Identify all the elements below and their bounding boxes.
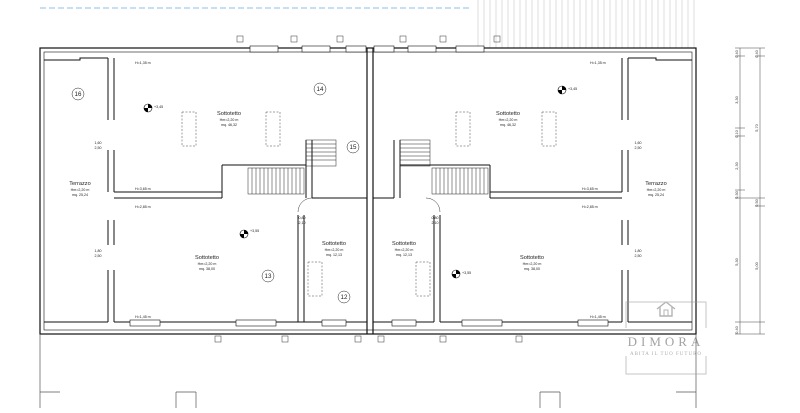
window-mark-r1a: 1,60 xyxy=(635,141,642,145)
room-area-attic-br: mq. 38,00 xyxy=(524,267,540,271)
height-bot-left: H=1,45 m xyxy=(135,315,151,319)
watermark-brand: DIMORA xyxy=(627,334,705,349)
room-name-attic-bl: Sottotetto xyxy=(195,255,219,261)
outer-walls xyxy=(39,47,697,335)
window-mark-l1a: 1,60 xyxy=(95,141,102,145)
room-area-attic-bl: mq. 38,00 xyxy=(199,267,215,271)
windows xyxy=(129,45,609,327)
height-top-right: H=1,35 m xyxy=(590,61,606,65)
window-mark-l2a: 1,80 xyxy=(95,249,102,253)
left-unit-walls xyxy=(44,57,367,323)
room-number-16: 16 xyxy=(75,91,82,98)
room-hm-attic-bl: Hm=2,20 m xyxy=(198,262,217,266)
dim-label-1: 0,40 xyxy=(735,50,739,57)
dim-label-6: 5,30 xyxy=(735,258,739,265)
room-name-attic-tr: Sottotetto xyxy=(496,111,520,117)
room-name-attic-cl: Sottotetto xyxy=(322,241,346,247)
height-mid1-left: H=3,65 m xyxy=(135,187,151,191)
room-area-terrace-right: mq. 25,24 xyxy=(648,193,664,197)
door-mark-lb: 2,10 xyxy=(299,221,306,225)
dim-label-3: 0,10 xyxy=(735,130,739,137)
room-hm-attic-tr: Hm=2,20 m xyxy=(499,118,518,122)
lower-outline xyxy=(39,334,697,408)
room-area-attic-tl: mq. 46,32 xyxy=(221,123,237,127)
doors xyxy=(297,197,441,213)
height-bot-right: H=1,45 m xyxy=(590,315,606,319)
dim-label-9: 5,70 xyxy=(755,124,759,131)
height-mid1-right: H=3,65 m xyxy=(582,187,598,191)
staircase-right xyxy=(399,139,489,195)
window-mark-r1b: 2,50 xyxy=(635,146,642,150)
level-label-br: +3,55 xyxy=(462,271,471,275)
dim-label-2: 3,30 xyxy=(735,96,739,103)
room-number-12: 12 xyxy=(341,294,348,301)
room-hm-attic-cl: Hm=2,20 m xyxy=(325,248,344,252)
watermark-tagline: ABITA IL TUO FUTURO xyxy=(629,352,703,357)
room-name-attic-cr: Sottotetto xyxy=(392,241,416,247)
watermark-frame xyxy=(625,301,707,375)
room-hm-terrace-left: Hm=2,20 m xyxy=(71,188,90,192)
door-mark-ra: 0,80 xyxy=(432,216,439,220)
room-hm-terrace-right: Hm=2,20 m xyxy=(647,188,666,192)
skylights xyxy=(181,111,557,297)
room-area-attic-cr: mq. 12,13 xyxy=(396,253,412,257)
room-hm-attic-tl: Hm=2,20 m xyxy=(220,118,239,122)
level-label-tl: +3,45 xyxy=(154,105,163,109)
window-mark-l2b: 2,50 xyxy=(95,254,102,258)
room-area-attic-cl: mq. 12,13 xyxy=(326,253,342,257)
dim-label-7: 0,40 xyxy=(735,326,739,333)
room-area-attic-tr: mq. 46,32 xyxy=(500,123,516,127)
room-name-terrace-left: Terrazzo xyxy=(69,181,90,187)
window-marks xyxy=(214,35,523,343)
roof-hatch xyxy=(477,0,695,48)
room-hm-attic-br: Hm=2,20 m xyxy=(523,262,542,266)
level-marker-bl xyxy=(239,229,249,239)
level-marker-tl xyxy=(143,103,153,113)
window-mark-r2b: 2,50 xyxy=(635,254,642,258)
room-area-terrace-left: mq. 25,24 xyxy=(72,193,88,197)
level-marker-tr xyxy=(557,85,567,95)
dimension-chain xyxy=(735,47,765,335)
height-top-left: H=1,35 m xyxy=(135,61,151,65)
level-label-tr: +3,45 xyxy=(568,87,577,91)
right-unit-walls xyxy=(373,57,692,323)
dim-label-10: 0,50 xyxy=(755,199,759,206)
room-name-attic-tl: Sottotetto xyxy=(217,111,241,117)
level-label-bl: +3,55 xyxy=(250,229,259,233)
dim-label-5: 0,30 xyxy=(735,191,739,198)
dim-label-4: 2,30 xyxy=(735,162,739,169)
level-marker-br xyxy=(451,269,461,279)
room-name-attic-br: Sottotetto xyxy=(520,255,544,261)
window-mark-r2a: 1,80 xyxy=(635,249,642,253)
room-hm-attic-cr: Hm=2,20 m xyxy=(395,248,414,252)
watermark: DIMORA ABITA IL TUO FUTURO xyxy=(620,298,712,378)
door-mark-rb: 2,10 xyxy=(432,221,439,225)
room-number-13: 13 xyxy=(265,273,272,280)
window-mark-l1b: 2,50 xyxy=(95,146,102,150)
height-mid2-left: H=2,85 m xyxy=(135,205,151,209)
room-number-circles xyxy=(71,82,360,304)
staircase-left xyxy=(247,139,337,195)
door-mark-la: 0,80 xyxy=(299,216,306,220)
dim-label-11: 5,00 xyxy=(755,262,759,269)
room-number-15: 15 xyxy=(350,144,357,151)
room-number-14: 14 xyxy=(317,86,324,93)
height-mid2-right: H=2,85 m xyxy=(582,205,598,209)
room-name-terrace-right: Terrazzo xyxy=(645,181,666,187)
dim-label-8: 0,40 xyxy=(755,50,759,57)
